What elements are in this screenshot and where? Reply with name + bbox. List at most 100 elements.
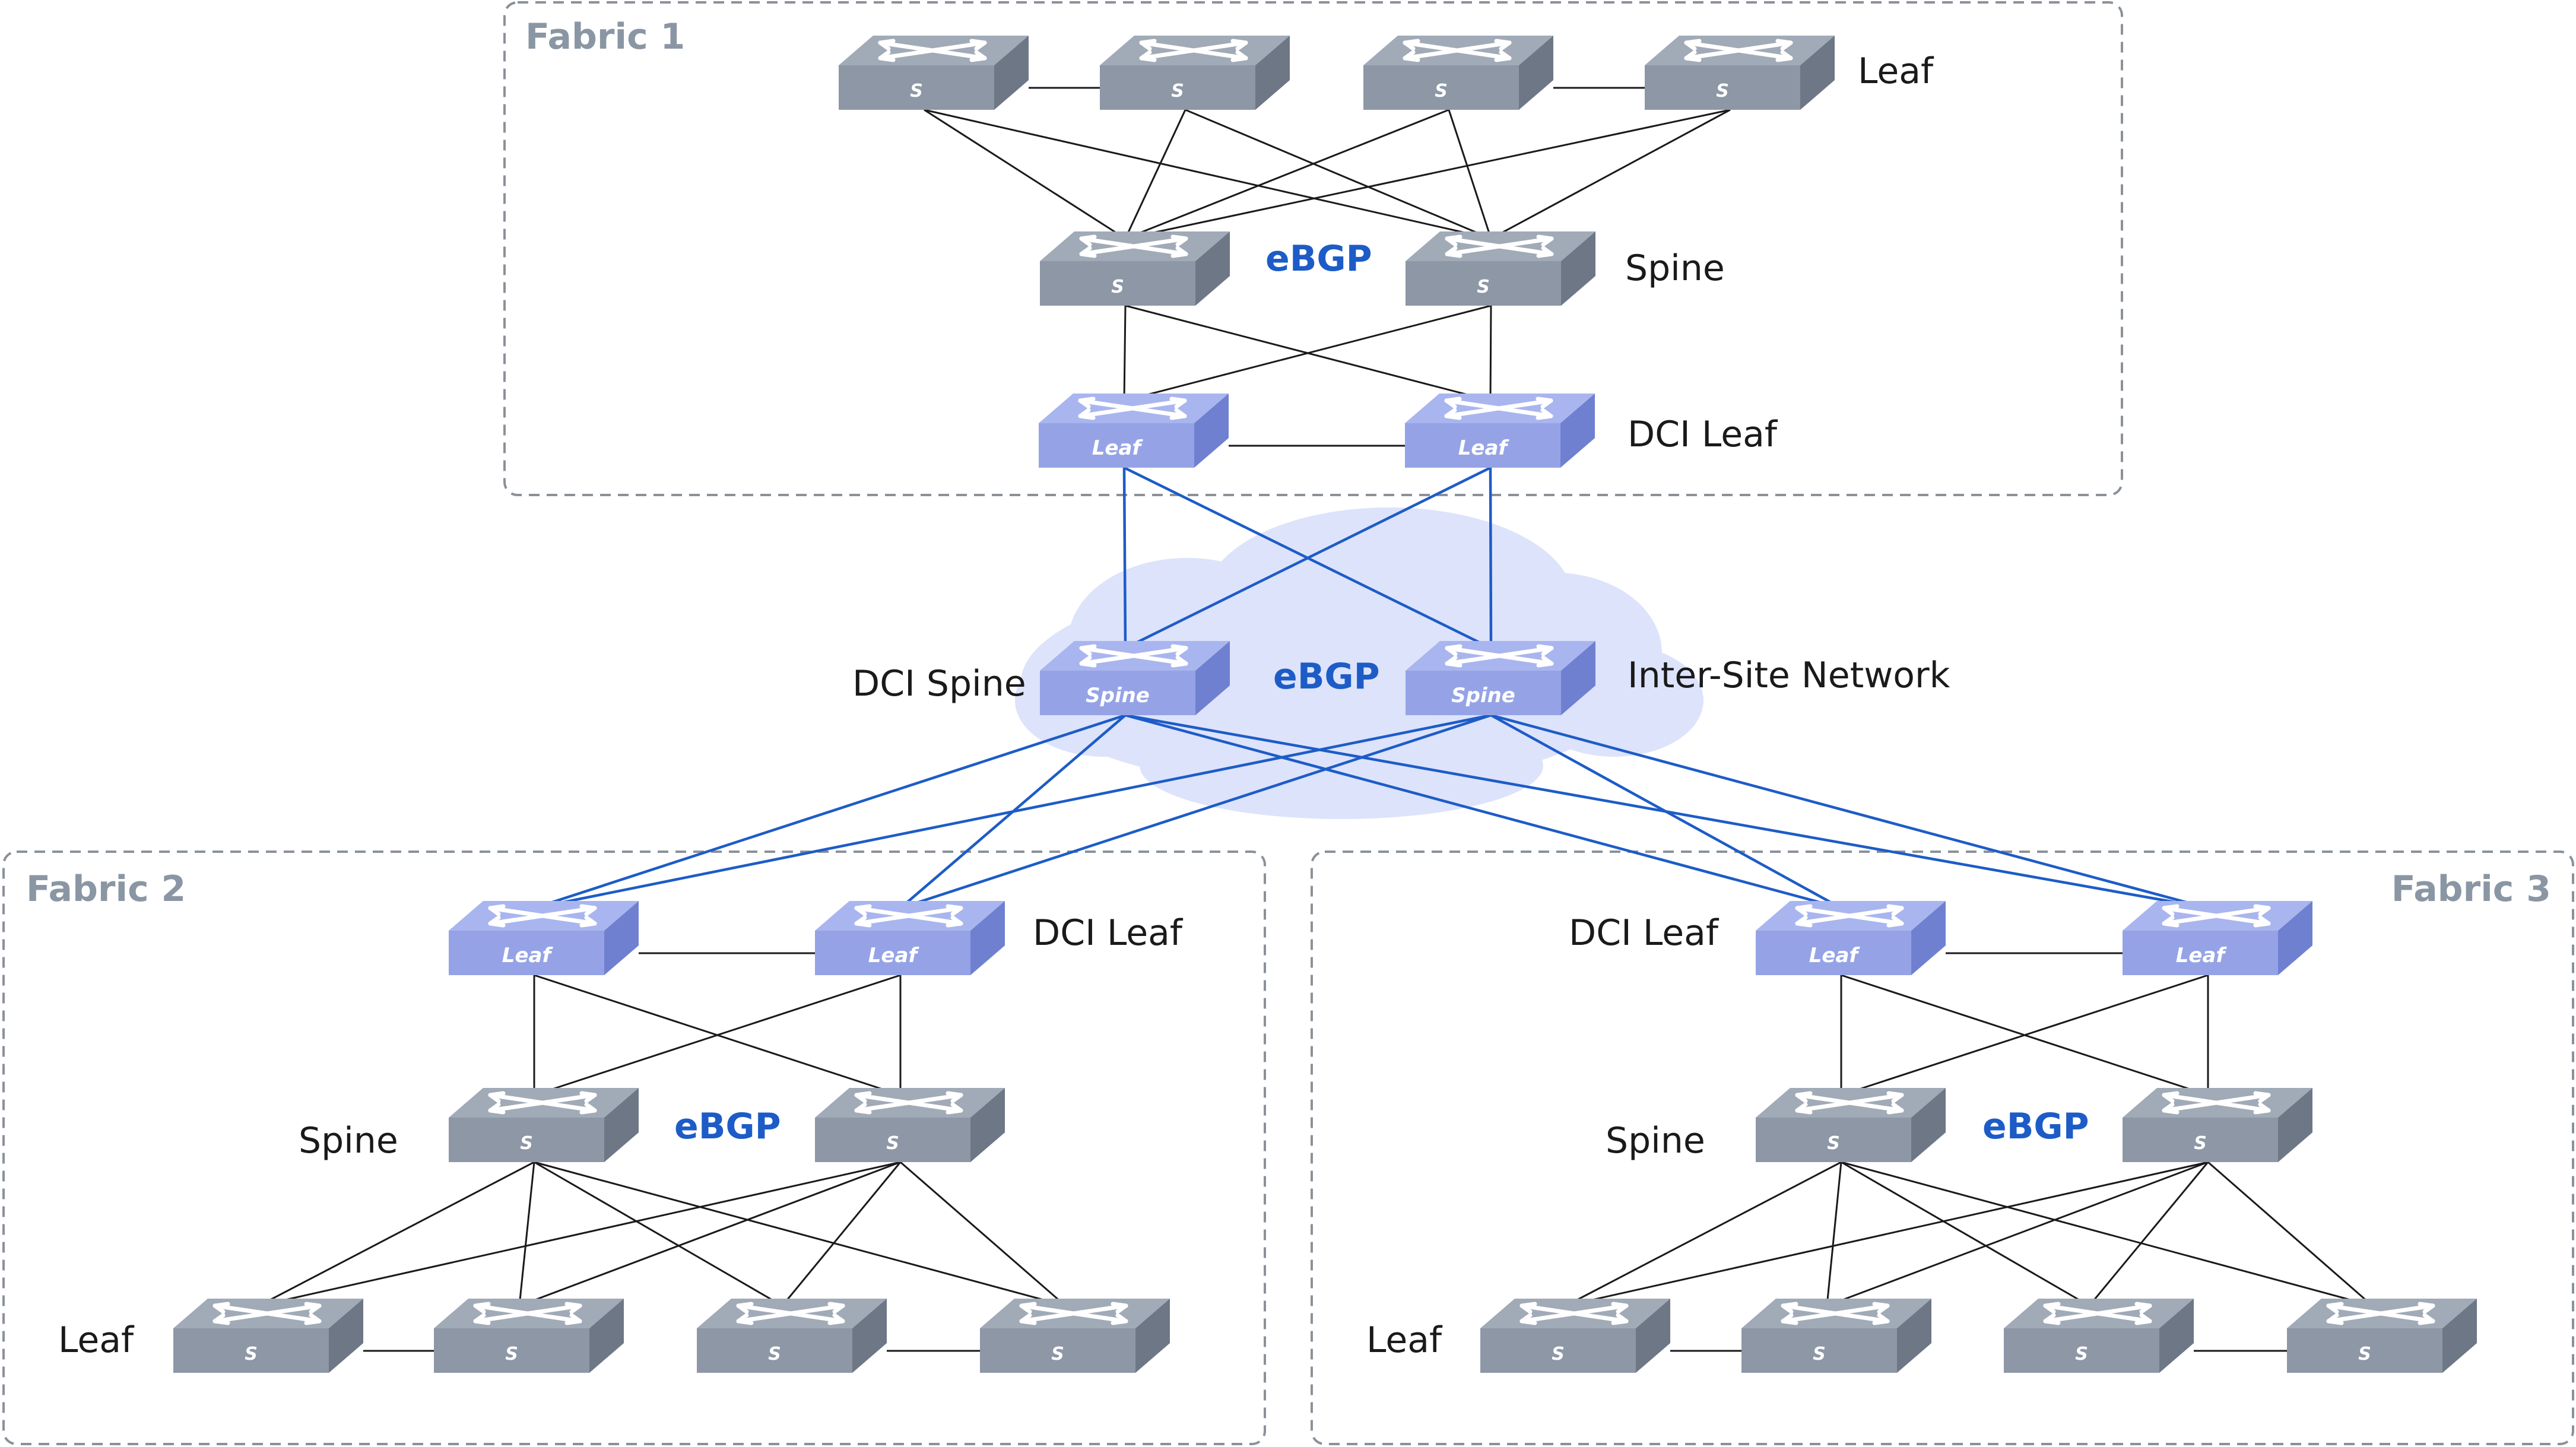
link-f2-spine-1-to-f2-leaf-1: [258, 1161, 535, 1307]
fabric-1-region: Fabric 1: [503, 1, 2123, 496]
switch-label: S: [1111, 277, 1124, 297]
fabric-2-border: [2, 851, 1266, 1445]
switch-front-face: [815, 1118, 970, 1162]
switch-f1-leaf-1[interactable]: S: [839, 36, 1029, 110]
labels: Leaf Spine DCI Leaf eBGP DCI Spine eBGP …: [58, 50, 2089, 1361]
fabric-3-dci-leaf-label: DCI Leaf: [1569, 912, 1720, 954]
switch-f3-dcileaf-2[interactable]: Leaf: [2123, 901, 2312, 975]
switch-f2-leaf-1[interactable]: S: [173, 1299, 363, 1373]
switch-arrows-icon: [2162, 1091, 2271, 1115]
switch-label: Leaf: [2176, 944, 2228, 967]
link-dci-spine-2-to-f2-dcileaf-2: [900, 713, 1492, 910]
switch-front-face: [449, 1118, 604, 1162]
switch-label: S: [1435, 81, 1448, 101]
dci-links: [534, 466, 2209, 910]
switch-front-face: [1741, 1328, 1897, 1373]
switch-front-face: [839, 65, 994, 110]
switch-front-face: [1040, 261, 1195, 306]
switch-side-face: [970, 1088, 1005, 1162]
switch-f1-spine-2[interactable]: S: [1406, 231, 1595, 306]
link-dci-spine-1-to-f2-dcileaf-1: [534, 713, 1126, 910]
link-f3-dcileaf-2-to-f3-spine-1: [1841, 974, 2209, 1096]
switch-side-face: [1195, 641, 1230, 715]
switch-f1-spine-1[interactable]: S: [1040, 231, 1230, 306]
switch-f1-leaf-2[interactable]: S: [1100, 36, 1290, 110]
switch-dci-spine-1[interactable]: Spine: [1040, 641, 1230, 715]
fabric-3-leaf-label: Leaf: [1366, 1319, 1443, 1361]
inter-site-ebgp-label: eBGP: [1273, 656, 1380, 697]
fabric-1-leaf-label: Leaf: [1858, 50, 1934, 92]
switch-f3-spine-2[interactable]: S: [2123, 1088, 2312, 1162]
switch-f2-leaf-3[interactable]: S: [697, 1299, 887, 1373]
fabric-1-ebgp-label: eBGP: [1265, 238, 1372, 280]
switch-f3-leaf-4[interactable]: S: [2287, 1299, 2477, 1373]
link-f1-dcileaf-2-to-dci-spine-1: [1125, 466, 1491, 650]
fabric-3-region: Fabric 3: [1311, 851, 2574, 1445]
switch-arrows-icon: [878, 39, 987, 62]
switch-label: S: [520, 1133, 533, 1154]
switch-front-face: [1756, 1118, 1911, 1162]
switch-front-face: [1100, 65, 1255, 110]
switch-side-face: [329, 1299, 363, 1373]
switch-side-face: [1255, 36, 1290, 110]
switch-arrows-icon: [1684, 39, 1793, 62]
switch-arrows-icon: [488, 904, 597, 928]
switch-arrows-icon: [1781, 1302, 1890, 1325]
switch-side-face: [2442, 1299, 2477, 1373]
switch-f2-leaf-4[interactable]: S: [980, 1299, 1170, 1373]
switch-f1-dcileaf-1[interactable]: Leaf: [1039, 394, 1229, 468]
switch-label: Leaf: [1092, 436, 1144, 460]
fabric-3-border: [1311, 851, 2574, 1445]
switch-arrows-icon: [2043, 1302, 2152, 1325]
switch-f1-leaf-3[interactable]: S: [1363, 36, 1553, 110]
switch-side-face: [1636, 1299, 1670, 1373]
switch-f1-leaf-4[interactable]: S: [1645, 36, 1835, 110]
switch-front-face: [1645, 65, 1800, 110]
switch-label: S: [1827, 1133, 1840, 1154]
link-f2-spine-2-to-f2-leaf-4: [900, 1161, 1066, 1307]
link-dci-spine-2-to-f3-dcileaf-1: [1490, 714, 1842, 909]
dci-spine-label: DCI Spine: [852, 663, 1026, 705]
switch-f2-spine-2[interactable]: S: [815, 1088, 1005, 1162]
switch-arrows-icon: [1795, 904, 1904, 928]
link-f3-spine-1-to-f3-leaf-3: [1841, 1161, 2090, 1307]
switch-side-face: [1911, 1088, 1946, 1162]
fabric-2-spine-label: Spine: [299, 1120, 398, 1162]
switch-f1-dcileaf-2[interactable]: Leaf: [1405, 394, 1595, 468]
switch-front-face: [1756, 931, 1911, 975]
switch-f3-leaf-1[interactable]: S: [1480, 1299, 1670, 1373]
link-f2-dcileaf-2-to-f2-spine-1: [534, 974, 901, 1096]
fabric-1-dci-leaf-label: DCI Leaf: [1628, 414, 1778, 455]
switch-label: Spine: [1451, 684, 1515, 707]
switch-f2-leaf-2[interactable]: S: [434, 1299, 624, 1373]
fabric-1-spine-label: Spine: [1625, 247, 1725, 289]
switch-front-face: [2123, 931, 2278, 975]
switch-f2-dcileaf-2[interactable]: Leaf: [815, 901, 1005, 975]
link-f1-leaf-2-to-f1-spine-2: [1185, 109, 1492, 240]
switch-label: S: [2194, 1133, 2207, 1154]
switch-f3-leaf-3[interactable]: S: [2004, 1299, 2194, 1373]
fabric-2-dci-leaf-label: DCI Leaf: [1033, 912, 1184, 954]
switch-side-face: [994, 36, 1029, 110]
link-f1-leaf-1-to-f1-spine-1: [924, 109, 1126, 240]
link-f1-leaf-4-to-f1-spine-1: [1125, 109, 1731, 240]
link-f1-dcileaf-2-to-dci-spine-2: [1489, 467, 1493, 649]
fabric-3-spine-label: Spine: [1606, 1120, 1705, 1162]
switch-front-face: [1040, 671, 1195, 715]
switch-arrows-icon: [1019, 1302, 1128, 1325]
switch-side-face: [1195, 231, 1230, 306]
switch-dci-spine-2[interactable]: Spine: [1406, 641, 1595, 715]
switch-f2-dcileaf-1[interactable]: Leaf: [449, 901, 639, 975]
switch-label: S: [505, 1344, 518, 1365]
switch-f3-leaf-2[interactable]: S: [1741, 1299, 1931, 1373]
switch-front-face: [1406, 261, 1561, 306]
switch-f3-dcileaf-1[interactable]: Leaf: [1756, 901, 1946, 975]
switch-label: S: [1716, 81, 1729, 101]
link-f3-spine-1-to-f3-leaf-4: [1841, 1161, 2373, 1307]
switch-f3-spine-1[interactable]: S: [1756, 1088, 1946, 1162]
switch-label: Leaf: [1809, 944, 1861, 967]
switch-arrows-icon: [2326, 1302, 2435, 1325]
switch-f2-spine-1[interactable]: S: [449, 1088, 639, 1162]
switch-arrows-icon: [1445, 234, 1554, 258]
